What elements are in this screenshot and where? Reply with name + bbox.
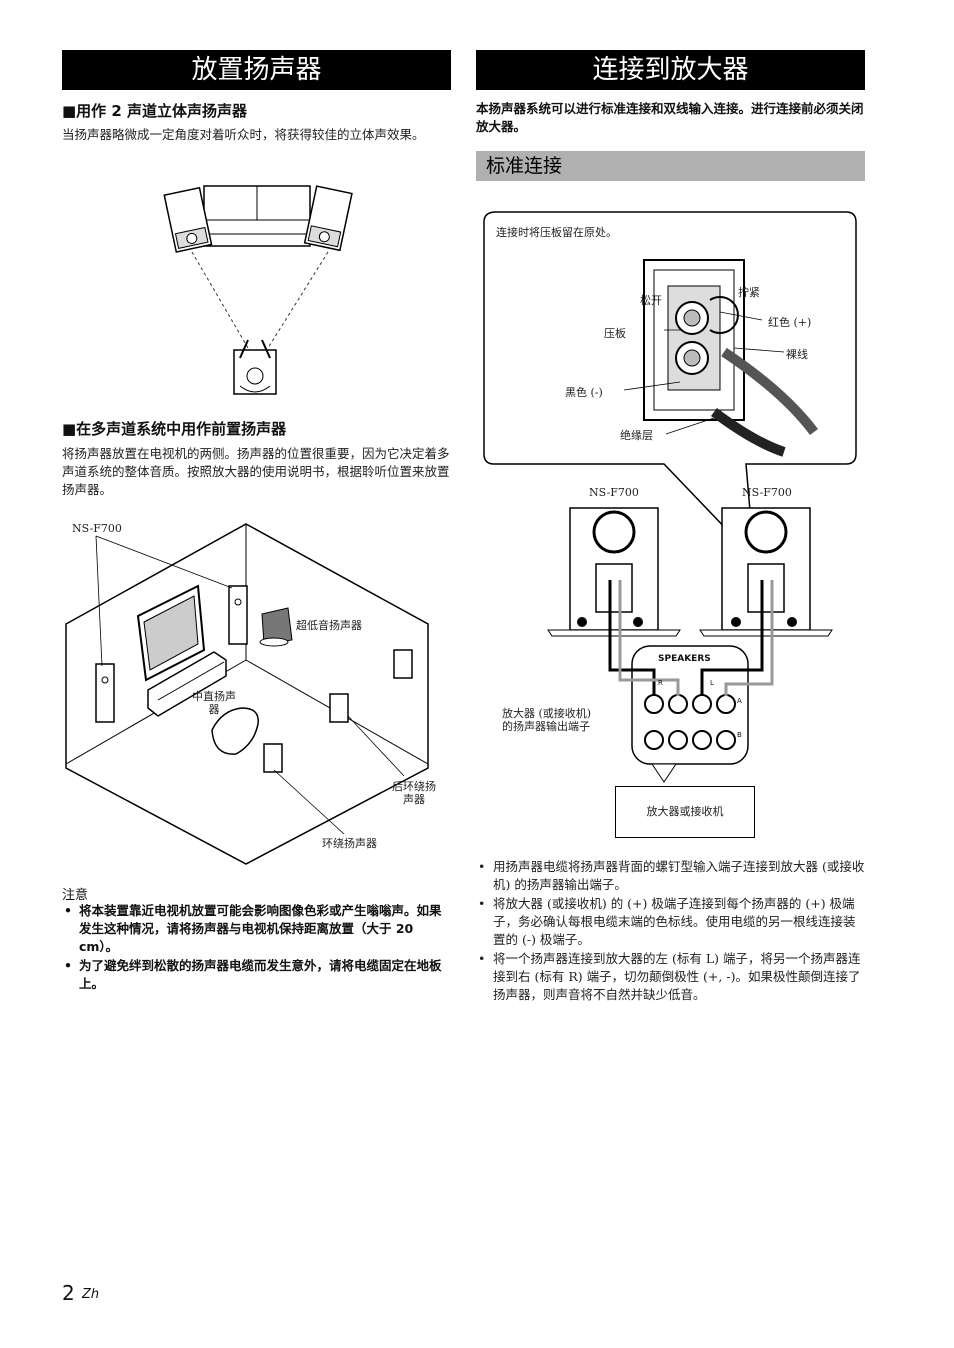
multichannel-text: 将扬声器放置在电视机的两侧。扬声器的位置很重要，因为它决定着多声道系统的整体音质… bbox=[62, 446, 450, 497]
black-minus-label: 黑色 (-) bbox=[565, 386, 603, 399]
language-code: Zh bbox=[82, 1287, 100, 1302]
loosen-label: 松开 bbox=[640, 294, 662, 307]
surround-speaker-label: 环绕扬声器 bbox=[322, 837, 377, 850]
insulation-label: 绝缘层 bbox=[620, 429, 653, 442]
stereo-heading: ■用作 2 声道立体声扬声器 bbox=[62, 102, 248, 120]
red-plus-label: 红色 (+) bbox=[768, 316, 812, 329]
amp-a-label: A bbox=[737, 697, 742, 705]
bare-wire-label: 裸线 bbox=[786, 348, 808, 361]
notes-heading: 注意 bbox=[62, 888, 89, 903]
connection-steps-list: 用扬声器电缆将扬声器背面的螺钉型输入端子连接到放大器 (或接收机) 的扬声器输出… bbox=[476, 858, 865, 1005]
amplifier-box-label: 放大器或接收机 bbox=[646, 805, 724, 818]
connection-intro: 本扬声器系统可以进行标准连接和双线输入连接。进行连接前必须关闭放大器。 bbox=[476, 101, 864, 134]
amp-terminal-label: 放大器 (或接收机)的扬声器输出端子 bbox=[502, 707, 592, 733]
subwoofer-label: 超低音扬声器 bbox=[296, 619, 362, 632]
tighten-label: 拧紧 bbox=[738, 286, 760, 299]
note-item: 将本装置靠近电视机放置可能会影响图像色彩或产生嗡嗡声。如果发生这种情况，请将扬声… bbox=[62, 902, 451, 956]
step-item: 将一个扬声器连接到放大器的左 (标有 L) 端子，将另一个扬声器连接到右 (标有… bbox=[476, 950, 865, 1004]
amp-panel-title: SPEAKERS bbox=[658, 654, 711, 664]
room-layout-diagram bbox=[65, 523, 429, 865]
notes-list: 将本装置靠近电视机放置可能会影响图像色彩或产生嗡嗡声。如果发生这种情况，请将扬声… bbox=[62, 902, 451, 994]
left-speaker-model-label: NS-F700 bbox=[589, 486, 639, 499]
amp-l-label: L bbox=[710, 679, 714, 687]
stereo-placement-diagram bbox=[163, 185, 353, 395]
amp-b-label: B bbox=[737, 731, 742, 739]
amplifier-box: 放大器或接收机 bbox=[615, 786, 755, 838]
note-item: 为了避免绊到松散的扬声器电缆而发生意外，请将电缆固定在地板上。 bbox=[62, 957, 451, 993]
plate-label: 压板 bbox=[604, 327, 626, 340]
front-speaker-model-label: NS-F700 bbox=[72, 522, 122, 535]
standard-connection-heading: 标准连接 bbox=[476, 151, 865, 181]
left-section-title: 放置扬声器 bbox=[62, 50, 451, 90]
step-item: 用扬声器电缆将扬声器背面的螺钉型输入端子连接到放大器 (或接收机) 的扬声器输出… bbox=[476, 858, 865, 894]
callout-note: 连接时将压板留在原处。 bbox=[496, 226, 617, 239]
right-section-title: 连接到放大器 bbox=[476, 50, 865, 90]
page-number: 2 bbox=[62, 1281, 75, 1305]
right-speaker-model-label: NS-F700 bbox=[742, 486, 792, 499]
rear-surround-label: 后环绕扬声器 bbox=[392, 780, 436, 806]
amp-r-label: R bbox=[658, 679, 663, 687]
center-speaker-label: 中直扬声器 bbox=[192, 690, 236, 716]
step-item: 将放大器 (或接收机) 的 (+) 极端子连接到每个扬声器的 (+) 极端子，务… bbox=[476, 895, 865, 949]
speaker-amp-wiring-diagram bbox=[547, 507, 833, 783]
terminal-callout-diagram bbox=[483, 211, 857, 561]
multichannel-heading: ■在多声道系统中用作前置扬声器 bbox=[62, 420, 287, 438]
stereo-text: 当扬声器略微成一定角度对着听众时，将获得较佳的立体声效果。 bbox=[62, 127, 425, 142]
